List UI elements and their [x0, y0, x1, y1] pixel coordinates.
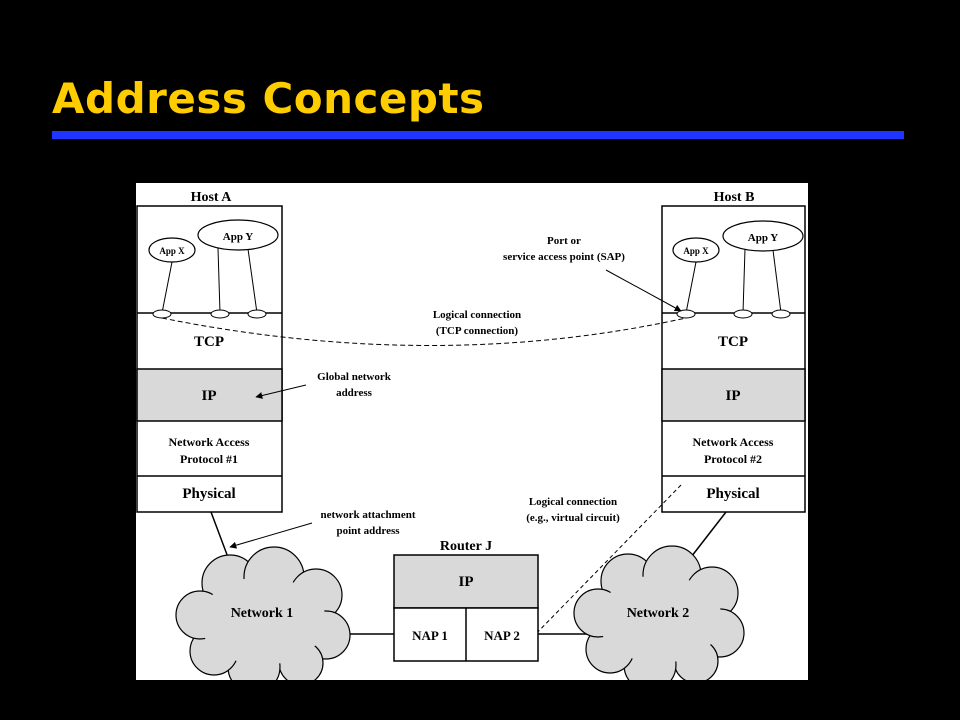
- host-a-port: [210, 309, 230, 319]
- host-a-app-y-label: App Y: [223, 231, 254, 243]
- virtual-circuit-annotation: (e.g., virtual circuit): [526, 512, 620, 524]
- host-b-port: [771, 309, 791, 319]
- host-b-physical-label: Physical: [706, 486, 759, 502]
- tcp-logical-connection: [161, 317, 687, 346]
- host-a-port: [152, 309, 172, 319]
- link-host-b-network-2: [687, 511, 727, 562]
- virtual-circuit-annotation: Logical connection: [529, 496, 617, 508]
- address-concepts-diagram: Host A App X App Y TCP IP Network Access…: [136, 183, 808, 694]
- host-b-port: [676, 309, 696, 319]
- host-b-tcp-label: TCP: [718, 334, 748, 350]
- network-1-label: Network 1: [231, 606, 294, 621]
- host-b-nap-label: Network Access: [693, 435, 774, 449]
- router-j: Router J IP NAP 1 NAP 2: [393, 539, 539, 662]
- global-address-annotation: address: [336, 387, 373, 399]
- attachment-address-annotation: point address: [336, 525, 400, 537]
- host-a-tcp-label: TCP: [194, 334, 224, 350]
- global-address-annotation: Global network: [317, 371, 392, 383]
- sap-annotation: service access point (SAP): [503, 251, 625, 263]
- title-underline: [52, 131, 904, 139]
- host-b-port: [733, 309, 753, 319]
- host-b: Host B App X App Y TCP IP Network Access…: [661, 190, 806, 513]
- virtual-circuit-connection: [529, 484, 682, 641]
- global-address-arrow: [255, 384, 307, 399]
- router-nap2-label: NAP 2: [484, 628, 520, 643]
- host-b-nap-label: Protocol #2: [704, 452, 762, 466]
- host-b-label: Host B: [714, 190, 755, 205]
- host-b-app-x-label: App X: [683, 246, 709, 256]
- tcp-connection-label: Logical connection: [433, 309, 521, 321]
- page-title: Address Concepts: [52, 74, 485, 123]
- router-ip-layer: [393, 554, 539, 609]
- host-a-label: Host A: [191, 190, 233, 205]
- tcp-connection-label: (TCP connection): [436, 325, 519, 337]
- sap-annotation: Port or: [547, 235, 581, 247]
- host-a-ip-label: IP: [202, 388, 217, 404]
- host-a-app-y: [197, 219, 279, 251]
- sap-arrow: [605, 269, 682, 312]
- host-a-nap-label: Protocol #1: [180, 452, 238, 466]
- router-j-label: Router J: [440, 539, 492, 554]
- router-ip-label: IP: [459, 574, 474, 590]
- network-2-label: Network 2: [627, 606, 690, 621]
- host-a: Host A App X App Y TCP IP Network Access…: [136, 190, 283, 513]
- host-b-ip-layer: [661, 368, 806, 422]
- host-b-ip-label: IP: [726, 388, 741, 404]
- host-a-nap-label: Network Access: [169, 435, 250, 449]
- host-b-app-y: [722, 220, 804, 252]
- attachment-address-annotation: network attachment: [320, 509, 415, 521]
- host-b-app-y-label: App Y: [748, 232, 779, 244]
- network-2-cloud: [573, 545, 745, 692]
- host-a-physical-label: Physical: [182, 486, 235, 502]
- router-nap1-label: NAP 1: [412, 628, 448, 643]
- host-a-app-x-label: App X: [159, 246, 185, 256]
- attachment-address-arrow: [229, 522, 313, 549]
- host-a-port: [247, 309, 267, 319]
